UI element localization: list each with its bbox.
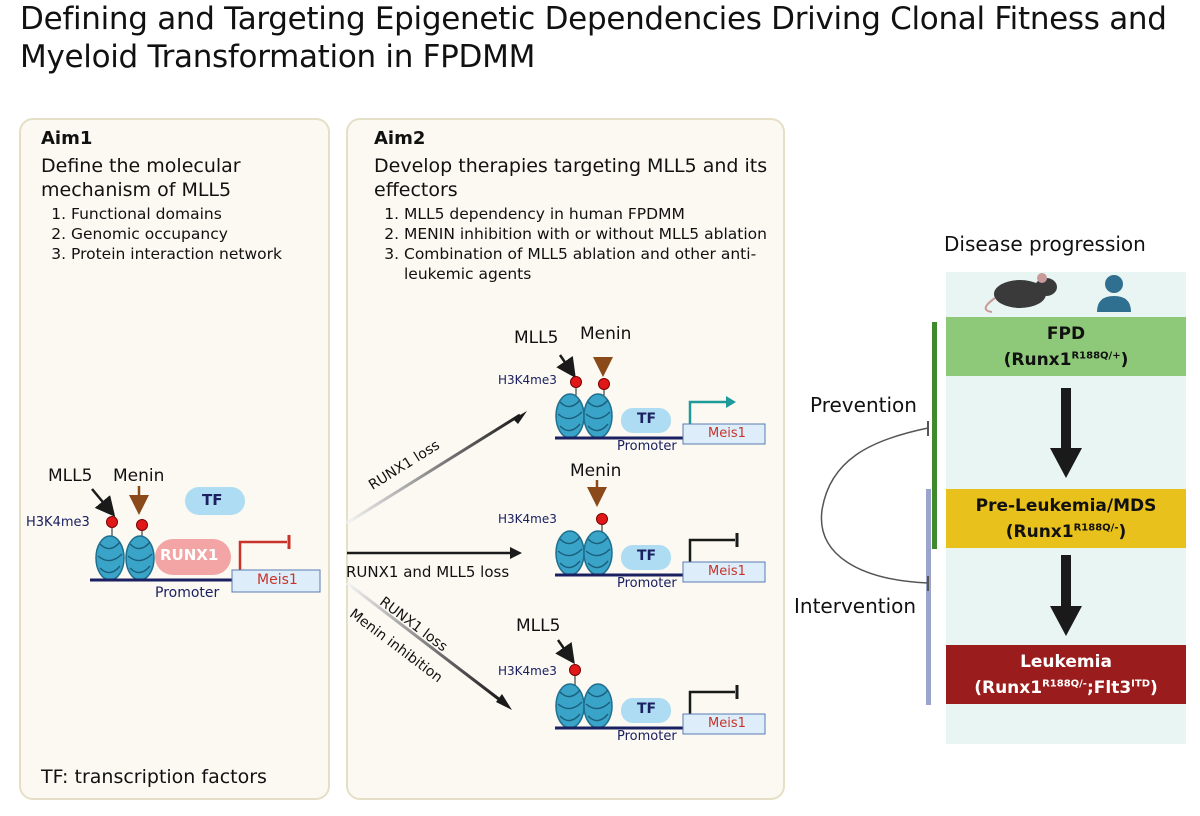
stage-genotype: (Runx1R188Q/-;Flt3ITD) bbox=[974, 677, 1158, 698]
state1-promoter-label: Promoter bbox=[617, 439, 677, 454]
state3-promoter-label: Promoter bbox=[617, 729, 677, 744]
arrow-runx1-loss bbox=[346, 413, 521, 525]
nucleosome bbox=[95, 535, 125, 581]
aim1-mll5-label: MLL5 bbox=[48, 466, 93, 486]
aim1-panel: Aim1 Define the molecular mechanism of M… bbox=[19, 118, 330, 800]
list-item: MLL5 dependency in human FPDMM bbox=[404, 204, 784, 224]
aim1-menin-label: Menin bbox=[113, 466, 165, 486]
state2-menin-label: Menin bbox=[570, 461, 622, 481]
repressed-tss bbox=[238, 540, 287, 580]
aim2-arrows bbox=[346, 411, 527, 710]
list-item: Combination of MLL5 ablation and other a… bbox=[404, 244, 784, 284]
prevention-label: Prevention bbox=[810, 393, 917, 417]
arrow-label-runx1-mll5-loss: RUNX1 and MLL5 loss bbox=[346, 563, 510, 581]
meis1-gene bbox=[231, 569, 321, 593]
stage-fpd: FPD (Runx1R188Q/+) bbox=[946, 323, 1186, 371]
state2-meis1-label: Meis1 bbox=[708, 564, 746, 579]
aim1-tf-label: TF bbox=[202, 491, 223, 509]
aim1-heading: Aim1 bbox=[41, 128, 93, 149]
stage-leukemia: Leukemia (Runx1R188Q/-;Flt3ITD) bbox=[946, 651, 1186, 699]
stage-fpd-box bbox=[946, 317, 1186, 376]
state2-tf-label: TF bbox=[637, 548, 657, 564]
state2-diagram bbox=[555, 480, 766, 583]
nucleosome bbox=[125, 535, 155, 581]
list-item: Genomic occupancy bbox=[71, 224, 282, 244]
state1-mll5-label: MLL5 bbox=[514, 328, 559, 348]
prevention-bar bbox=[932, 322, 937, 549]
aim2-list: MLL5 dependency in human FPDMM MENIN inh… bbox=[370, 204, 784, 284]
state1-tf-label: TF bbox=[637, 411, 657, 427]
stage-mds: Pre-Leukemia/MDS (Runx1R188Q/-) bbox=[946, 495, 1186, 543]
list-item: Protein interaction network bbox=[71, 244, 282, 264]
state3-tf-label: TF bbox=[637, 701, 657, 717]
inhibition-arc bbox=[820, 427, 929, 584]
aim1-h3k4me3-label: H3K4me3 bbox=[26, 515, 90, 530]
tf-protein bbox=[185, 487, 245, 515]
state3-meis1-label: Meis1 bbox=[708, 716, 746, 731]
arrow-menin-inhibition bbox=[346, 581, 501, 702]
person-icon bbox=[1097, 275, 1131, 312]
state3-mll5-label: MLL5 bbox=[516, 616, 561, 636]
stage-leukemia-box bbox=[946, 645, 1186, 704]
methyl-mark bbox=[136, 519, 148, 531]
list-item: MENIN inhibition with or without MLL5 ab… bbox=[404, 224, 784, 244]
state1-meis1-label: Meis1 bbox=[708, 426, 746, 441]
mouse-icon bbox=[984, 273, 1057, 313]
mll5-arrow bbox=[91, 488, 116, 517]
page-title: Defining and Targeting Epigenetic Depend… bbox=[20, 1, 1167, 75]
aim1-diagram bbox=[90, 486, 321, 593]
state2-h3k4me3-label: H3K4me3 bbox=[498, 512, 557, 526]
methyl-mark bbox=[106, 516, 118, 528]
intervention-label: Intervention bbox=[794, 594, 917, 618]
aim1-runx1-label: RUNX1 bbox=[160, 546, 219, 564]
aim1-list: Functional domains Genomic occupancy Pro… bbox=[37, 204, 282, 264]
state1-h3k4me3-label: H3K4me3 bbox=[498, 373, 557, 387]
list-item: Functional domains bbox=[71, 204, 282, 224]
state3-diagram bbox=[555, 639, 766, 735]
stage-mds-box bbox=[946, 489, 1186, 548]
stage-name: Pre-Leukemia/MDS bbox=[975, 496, 1157, 516]
aim1-text: Define the molecular mechanism of MLL5 bbox=[41, 155, 241, 201]
progression-graphics bbox=[820, 273, 1186, 705]
stage-genotype: (Runx1R188Q/+) bbox=[1003, 349, 1129, 370]
stage-name: Leukemia bbox=[1020, 652, 1112, 672]
aim1-promoter-label: Promoter bbox=[155, 585, 220, 601]
state1-diagram bbox=[555, 354, 766, 445]
progression-title: Disease progression bbox=[944, 232, 1146, 256]
aim1-meis1-label: Meis1 bbox=[257, 572, 298, 588]
stage-name: FPD bbox=[1046, 324, 1086, 344]
aim2-text: Develop therapies targeting MLL5 and its… bbox=[374, 155, 768, 201]
runx1-protein bbox=[155, 539, 231, 575]
footnote: TF: transcription factors bbox=[41, 766, 267, 788]
state2-promoter-label: Promoter bbox=[617, 576, 677, 591]
state3-h3k4me3-label: H3K4me3 bbox=[498, 664, 557, 678]
aim2-heading: Aim2 bbox=[374, 128, 426, 149]
state1-menin-label: Menin bbox=[580, 324, 632, 344]
stage-genotype: (Runx1R188Q/-) bbox=[1005, 521, 1127, 542]
intervention-bar bbox=[926, 489, 931, 705]
